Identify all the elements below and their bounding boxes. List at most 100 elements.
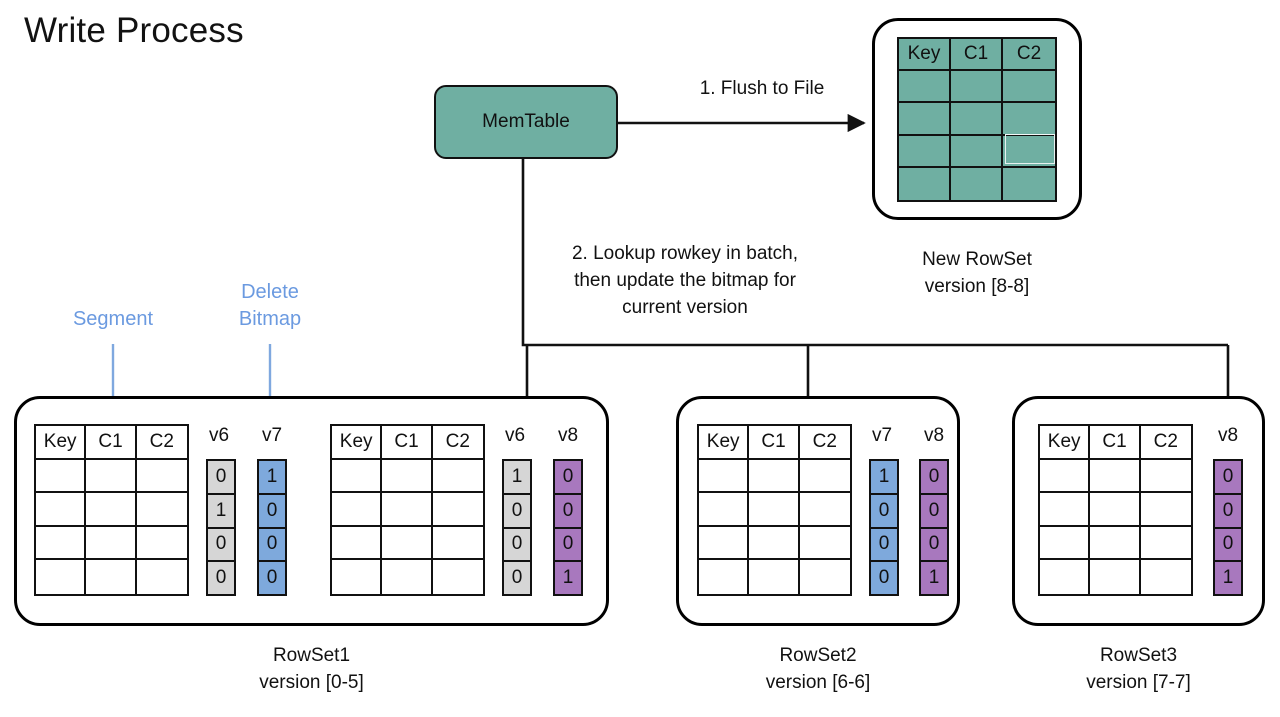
table-header-c1: C1 [1090,426,1141,460]
table-cell [382,493,433,527]
bitmap-cell: 1 [504,461,530,495]
bitmap-cell: 1 [871,461,897,495]
table-cell [433,560,483,594]
bitmap-cell: 0 [555,461,581,495]
annotation-segment: Segment [72,308,154,330]
new-rowset-cell [899,103,951,136]
table-cell [86,560,137,594]
memtable-label: MemTable [482,111,570,132]
table-cell [36,459,87,494]
table-header-c2: C2 [1140,426,1191,460]
table-cell [36,526,87,561]
step-lookup-line3: current version [622,297,748,318]
bitmap-cell: 0 [504,562,530,594]
bitmap-column-v8: 0 0 0 1 [919,459,949,596]
table-header-c2: C2 [432,426,483,460]
new-rowset-header-c2: C2 [1003,39,1055,72]
rowset1-caption-line2: version [0-5] [259,672,364,693]
table-cell [699,526,750,561]
new-rowset-cell [951,71,1003,104]
table-cell [749,526,800,561]
page-title: Write Process [24,11,244,50]
new-rowset-cell [951,135,1003,168]
bitmap-cell: 0 [871,562,897,594]
rowset3-caption-line2: version [7-7] [1086,672,1191,693]
table-cell [137,560,187,594]
table-cell [332,560,383,594]
bitmap-cell: 0 [921,528,947,563]
bitmap-cell: 0 [208,528,234,563]
table-cell [36,560,87,594]
bitmap-cell: 1 [555,562,581,594]
table-cell [1140,460,1191,494]
bitmap-column-v6: 1 0 0 0 [502,459,532,596]
table-cell [136,460,187,494]
bitmap-header-v8: v8 [923,425,945,446]
rowset1-caption-line1: RowSet1 [272,645,351,666]
table-cell [1040,459,1091,494]
bitmap-header-v8: v8 [1217,425,1239,446]
bitmap-cell: 0 [921,494,947,529]
table-cell [332,493,383,527]
table-cell [1040,560,1091,594]
memtable-node[interactable]: MemTable [434,85,618,159]
table-cell [1090,560,1141,594]
table-header-key: Key [1040,426,1091,460]
table-cell [799,493,850,527]
bitmap-cell: 0 [259,494,285,529]
bitmap-cell: 0 [504,494,530,529]
rowset2-caption-line1: RowSet2 [779,645,857,666]
new-rowset-cell [1003,71,1055,104]
new-rowset-cell [899,135,951,168]
table-cell [1090,526,1141,561]
annotation-delete-bitmap-line1: Delete [241,281,299,303]
new-rowset-cell [951,167,1003,200]
table-header-c2: C2 [799,426,850,460]
step-lookup-line1: 2. Lookup rowkey in batch, [571,243,799,264]
bitmap-column-v7: 1 0 0 0 [869,459,899,596]
new-rowset-caption-line1: New RowSet [922,249,1032,270]
bitmap-column-v8: 0 0 0 1 [1213,459,1243,596]
bitmap-header-v8: v8 [557,425,579,446]
table-header-c1: C1 [749,426,800,460]
table-cell [1140,527,1191,561]
bitmap-cell: 1 [921,562,947,594]
bitmap-column-v8: 0 0 0 1 [553,459,583,596]
rowset1-segment1-table: Key C1 C2 [34,424,189,596]
bitmap-cell: 1 [208,494,234,529]
bitmap-cell: 0 [208,461,234,495]
table-header-c1: C1 [382,426,433,460]
new-rowset-cell [1003,136,1055,168]
rowset2-segment1-table: Key C1 C2 [697,424,852,596]
bitmap-column-v6: 0 1 0 0 [206,459,236,596]
table-cell [86,493,137,527]
new-rowset-cell [899,71,951,104]
bitmap-cell: 0 [208,562,234,594]
table-cell [332,526,383,561]
step-lookup-line2: then update the bitmap for [574,270,796,291]
rowset3-caption-line1: RowSet3 [1099,645,1178,666]
table-cell [699,493,750,527]
bitmap-cell: 1 [259,461,285,495]
rowset3-segment1-table: Key C1 C2 [1038,424,1193,596]
table-cell [1140,493,1191,527]
table-cell [1040,493,1091,527]
table-cell [332,459,383,494]
table-cell [136,527,187,561]
bitmap-cell: 0 [555,494,581,529]
bitmap-cell: 0 [259,528,285,563]
table-header-key: Key [36,426,87,460]
new-rowset-cell [951,103,1003,136]
bitmap-cell: 0 [1215,494,1241,529]
table-cell [1090,459,1141,494]
table-cell [749,459,800,494]
bitmap-header-v6: v6 [504,425,526,446]
table-cell [1090,493,1141,527]
bitmap-cell: 0 [1215,528,1241,563]
bitmap-cell: 0 [259,562,285,594]
rowset2-caption-line2: version [6-6] [765,672,871,693]
table-cell [1040,526,1091,561]
table-cell [136,493,187,527]
new-rowset-header-c1: C1 [951,39,1003,72]
